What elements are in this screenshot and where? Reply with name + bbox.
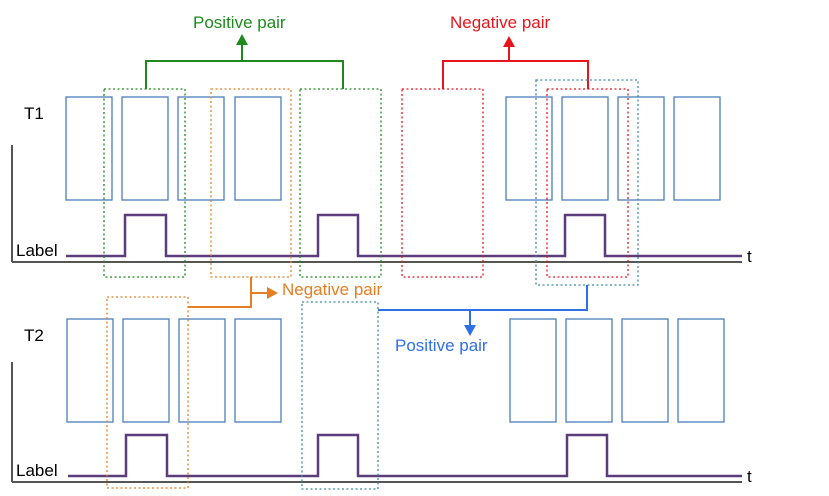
t1-negative-arrow-icon [503, 36, 515, 47]
t1-window-8 [673, 96, 721, 201]
t1-window-3 [177, 96, 225, 201]
t2-window-1 [66, 318, 114, 423]
t2-window-3 [178, 318, 226, 423]
t1-label-text: Label [16, 241, 58, 260]
t1-window-2 [121, 96, 169, 201]
cross-positive-pair-label: Positive pair [395, 336, 488, 355]
t1-negative-bracket [442, 60, 589, 89]
t1-positive-pair: Positive pair [103, 13, 382, 278]
t2-window-5 [509, 318, 557, 423]
t1-positive-arrow-icon [236, 34, 248, 45]
t1-negative-pair-label: Negative pair [450, 13, 551, 32]
t1-window-7 [617, 96, 665, 201]
t1-window-6 [561, 96, 609, 201]
t2-track-name: T2 [24, 326, 44, 345]
t1-window-5 [505, 96, 553, 201]
t2-window-4 [234, 318, 282, 423]
t2-window-2 [122, 318, 170, 423]
t2-axis-t-label: t [747, 467, 752, 486]
t2-label-signal [68, 433, 742, 478]
t2-window-6 [565, 318, 613, 423]
cross-positive-pair: Positive pair [301, 79, 639, 490]
t1-window-4 [234, 96, 282, 201]
t1-positive-anchor-box [103, 88, 186, 278]
t1-positive-pair-label: Positive pair [193, 13, 286, 32]
t1-track: T1 t Label [11, 96, 752, 266]
cross-positive-connector [378, 285, 588, 311]
cross-negative-pair: Negative pair [106, 88, 383, 489]
t1-positive-bracket [145, 60, 344, 89]
cross-positive-t1-box [535, 79, 639, 286]
t1-negative-match-box [546, 88, 629, 278]
t1-label-signal [66, 213, 742, 258]
cross-positive-arrow-icon [464, 325, 476, 336]
cross-negative-t2-box [106, 296, 189, 489]
t1-negative-anchor-box [401, 88, 484, 278]
t1-positive-match-box [299, 88, 382, 278]
t2-window-8 [677, 318, 725, 423]
cross-positive-t2-box [301, 301, 379, 490]
t1-track-name: T1 [24, 104, 44, 123]
cross-negative-t1-box [210, 88, 292, 278]
t1-negative-pair: Negative pair [401, 13, 629, 278]
t2-track: T2 t Label [11, 318, 752, 486]
cross-negative-pair-label: Negative pair [282, 280, 383, 299]
t1-axis-t-label: t [747, 247, 752, 266]
t1-window-1 [65, 96, 113, 201]
cross-negative-arrow-icon [267, 287, 278, 299]
t2-label-text: Label [16, 461, 58, 480]
cross-negative-connector [188, 277, 252, 308]
t2-window-7 [621, 318, 669, 423]
